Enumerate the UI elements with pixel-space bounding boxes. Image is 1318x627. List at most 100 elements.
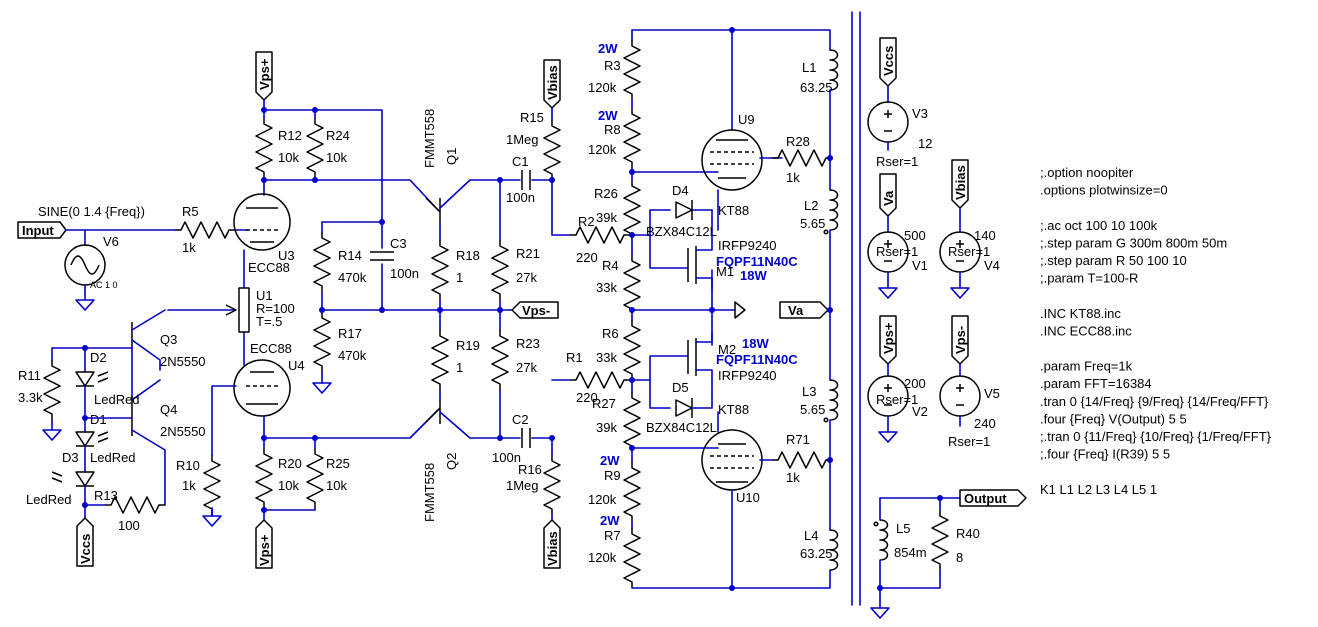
svg-text:IRFP9240: IRFP9240 [718,238,777,253]
svg-text:V3: V3 [912,106,928,121]
svg-text:1k: 1k [182,478,196,493]
svg-text:39k: 39k [596,210,617,225]
svg-text:R24: R24 [326,128,350,143]
svg-text:L2: L2 [804,198,818,213]
svg-text:3.3k: 3.3k [18,390,43,405]
r12-resistor [255,117,273,179]
r19-resistor [431,329,449,391]
svg-text:1Meg: 1Meg [506,478,539,493]
svg-text:L4: L4 [804,528,818,543]
directive-line: .INC KT88.inc [1040,306,1121,321]
svg-text:R19: R19 [456,338,480,353]
r5-ref: R5 [182,204,199,219]
input-port-label: Input [22,223,54,238]
r1-resistor [569,371,631,389]
svg-text:KT88: KT88 [718,402,749,417]
svg-text:200: 200 [904,376,926,391]
svg-text:63.25: 63.25 [800,80,833,95]
svg-text:R27: R27 [592,396,616,411]
svg-text:BZX84C12L: BZX84C12L [646,420,717,435]
r9-resistor [623,461,641,523]
v6-ref: V6 [103,234,119,249]
svg-text:240: 240 [974,416,996,431]
va-center-tap: Va [779,301,829,319]
svg-text:R=100: R=100 [256,301,295,316]
svg-text:R7: R7 [604,528,621,543]
svg-text:Vccs: Vccs [881,46,896,76]
svg-text:10k: 10k [278,150,299,165]
vccs-net-left: Vccs [76,517,94,567]
d2-led [75,371,109,387]
svg-text:2N5550: 2N5550 [160,424,206,439]
svg-text:R13: R13 [94,488,118,503]
svg-text:T=.5: T=.5 [256,314,282,329]
svg-text:120k: 120k [588,80,617,95]
svg-text:100n: 100n [390,266,419,281]
svg-text:1Meg: 1Meg [506,132,539,147]
svg-text:R11: R11 [18,368,41,383]
r26-resistor [623,179,641,241]
vccs-net-right: Vccs [879,37,897,87]
svg-text:LedRed: LedRed [26,492,72,507]
svg-text:120k: 120k [588,492,617,507]
svg-text:C2: C2 [512,412,529,427]
svg-text:R10: R10 [176,458,200,473]
svg-text:Vps+: Vps+ [257,58,272,90]
svg-text:U4: U4 [288,358,305,373]
svg-text:Rser=1: Rser=1 [876,244,918,259]
svg-text:L5: L5 [896,521,910,536]
svg-text:R26: R26 [594,186,618,201]
v6-ac: AC 1 0 [90,280,118,290]
svg-text:220: 220 [576,390,598,405]
directive-line: K1 L1 L2 L3 L4 L5 1 [1040,482,1157,497]
vps-plus-net-right: Vps+ [879,315,897,365]
svg-text:R1: R1 [566,350,583,365]
svg-text:R6: R6 [602,326,619,341]
svg-text:LedRed: LedRed [94,392,140,407]
vps-minus-net-right: Vps- [951,315,969,365]
svg-text:100n: 100n [506,190,535,205]
r6-resistor [623,319,641,381]
svg-text:U1: U1 [256,288,273,303]
svg-text:100n: 100n [492,450,521,465]
m2-mosfet [649,331,713,391]
svg-text:KT88: KT88 [718,203,749,218]
l3-inductor [829,379,839,421]
svg-text:2W: 2W [598,41,618,56]
svg-text:120k: 120k [588,142,617,157]
svg-text:5.65: 5.65 [800,402,825,417]
vbias-net-right: Vbias [951,159,969,209]
svg-text:V2: V2 [912,404,928,419]
svg-text:Output: Output [964,491,1007,506]
svg-text:FQPF11N40C: FQPF11N40C [716,352,798,367]
output-port: Vps- Output [959,489,1027,507]
vps-plus-bottom: Vps+ [255,519,273,569]
svg-text:140: 140 [974,228,996,243]
r10-resistor [203,454,221,516]
r18-resistor [431,239,449,301]
svg-text:10k: 10k [278,478,299,493]
u10-tube [701,429,763,491]
r5-value: 1k [182,240,196,255]
svg-text:Q4: Q4 [160,402,177,417]
svg-text:Q2: Q2 [444,453,459,470]
u9-tube [701,129,763,191]
svg-text:2N5550: 2N5550 [160,354,206,369]
svg-text:R18: R18 [456,248,480,263]
svg-text:Rser=1: Rser=1 [876,392,918,407]
q3-transistor [131,309,166,371]
svg-text:M2: M2 [718,342,736,357]
svg-text:FMMT558: FMMT558 [422,109,437,168]
svg-text:C1: C1 [512,154,529,169]
svg-text:R20: R20 [278,456,302,471]
v3-source [867,101,909,143]
svg-text:854m: 854m [894,545,927,560]
svg-text:R17: R17 [338,326,362,341]
svg-text:Va: Va [788,303,804,318]
q2-transistor [425,400,501,439]
svg-text:2W: 2W [600,453,620,468]
svg-text:L3: L3 [802,384,816,399]
svg-text:27k: 27k [516,360,537,375]
svg-text:1: 1 [456,270,463,285]
r71-resistor [771,451,833,469]
